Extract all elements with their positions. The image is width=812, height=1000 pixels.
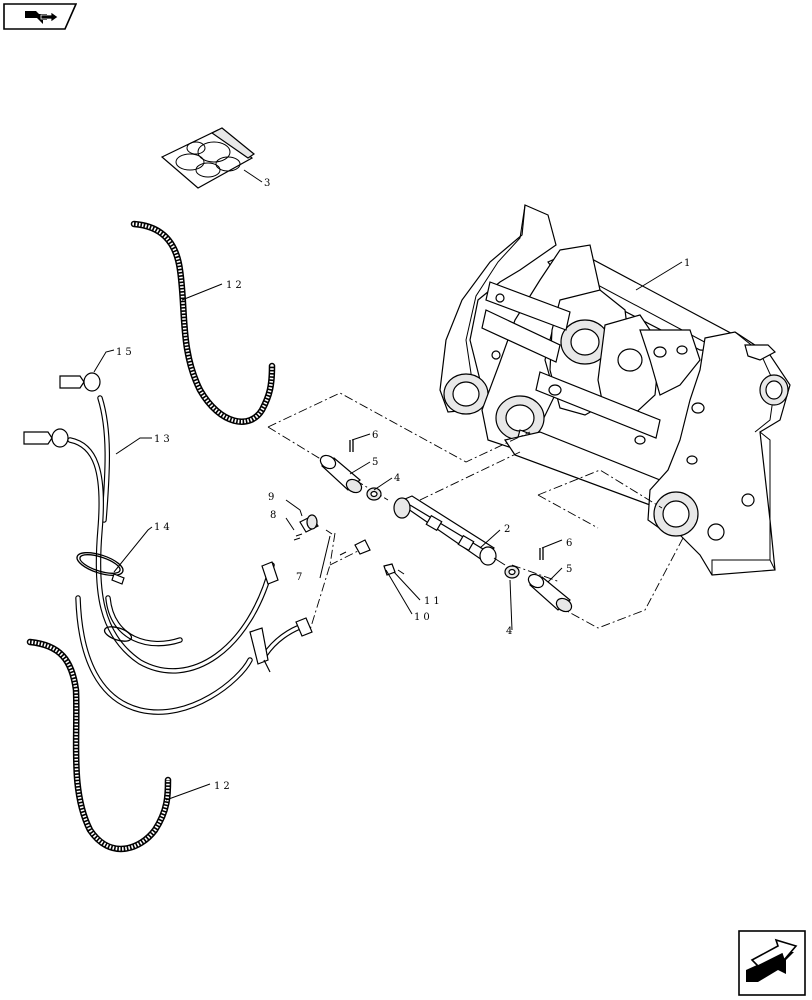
callout-11: 11 (424, 596, 443, 607)
spiral-guard-lower (26, 638, 172, 852)
callout-7: 7 (296, 572, 305, 583)
callout-6-lower: 6 (566, 538, 575, 549)
callout-3: 3 (264, 178, 273, 189)
callout-15: 15 (116, 347, 135, 358)
callout-9: 9 (268, 492, 277, 503)
callout-10: 10 (414, 612, 433, 623)
callout-labels: 3 1 12 15 13 6 5 4 9 8 14 2 6 5 7 11 10 … (116, 178, 693, 792)
next-page-arrow-icon (738, 930, 806, 996)
callout-2: 2 (504, 524, 513, 535)
pin-assembly-left (319, 440, 382, 501)
next-page-button[interactable] (738, 930, 806, 996)
callout-12-lower: 12 (214, 781, 233, 792)
pin-assembly-right (504, 548, 573, 613)
lock-cylinder (393, 495, 506, 566)
callout-13: 13 (154, 434, 173, 445)
coupler-frame (439, 204, 791, 576)
hydraulic-hoses (23, 372, 313, 715)
alignment-lines (267, 392, 684, 631)
callout-5-lower: 5 (566, 564, 575, 575)
callout-1: 1 (684, 258, 693, 269)
hydraulic-fittings (293, 514, 405, 576)
callout-6-upper: 6 (372, 430, 381, 441)
callout-14: 14 (154, 522, 173, 533)
callout-12-upper: 12 (226, 280, 245, 291)
book-arrow-icon (3, 3, 77, 30)
callout-5-upper: 5 (372, 457, 381, 468)
callout-8: 8 (270, 510, 279, 521)
seal-kit-packet (160, 127, 256, 189)
callout-4-lower: 4 (506, 626, 515, 637)
spiral-guard-upper (130, 220, 276, 425)
callout-4-upper: 4 (394, 473, 403, 484)
leader-lines (93, 169, 683, 801)
prev-section-button[interactable] (3, 3, 77, 30)
